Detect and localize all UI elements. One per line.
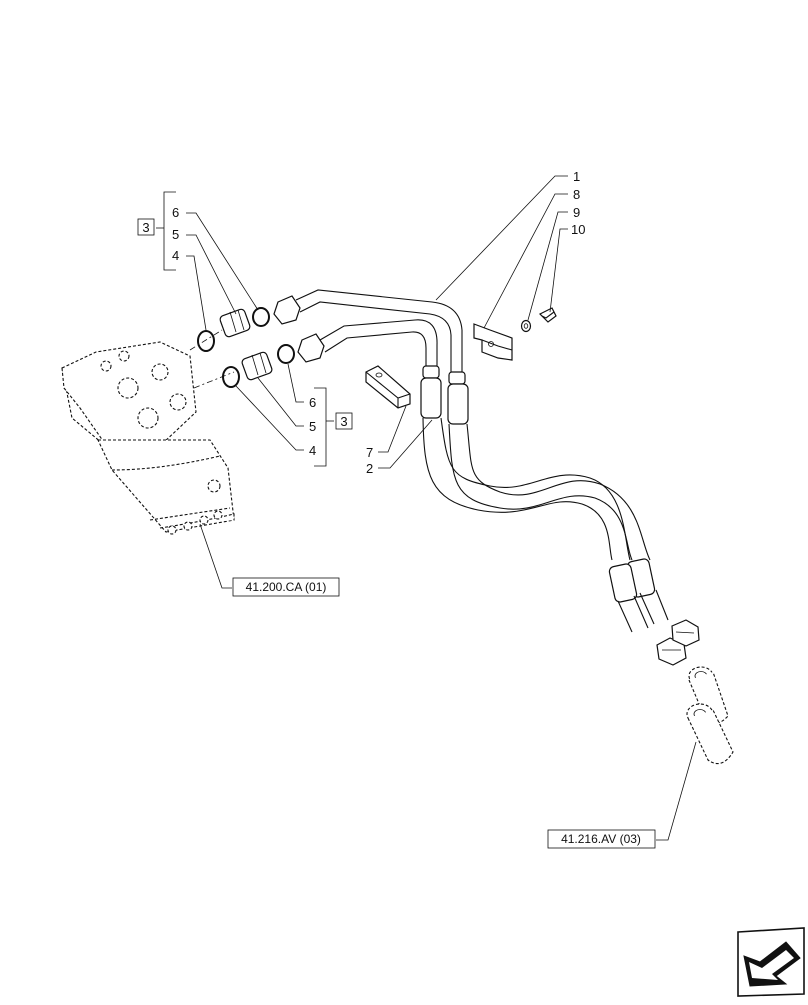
previous-page-arrow-icon[interactable] [737,927,805,997]
group-box-lower-label: 3 [340,414,347,429]
clamp-bracket [473,323,513,361]
hose-pipe-2 [319,319,631,561]
callout-7: 7 [366,445,373,460]
callout-2: 2 [366,461,373,476]
bolt [538,307,557,323]
fitting-adapter-upper [219,295,301,338]
reference-cylinder-label[interactable]: 41.216.AV (03) [561,832,641,846]
callout-4-upper: 4 [172,248,179,263]
rubber-pad [365,365,411,409]
callout-8: 8 [573,187,580,202]
steering-unit [61,341,235,535]
callout-1: 1 [573,169,580,184]
callout-4-lower: 4 [309,443,316,458]
washer [520,319,532,333]
reference-cylinder[interactable]: 41.216.AV (03) [547,829,656,849]
o-ring-4-upper [197,330,215,352]
callout-9: 9 [573,205,580,220]
callout-10: 10 [571,222,585,237]
o-ring-6-lower [277,344,295,364]
reference-steering-unit-label[interactable]: 41.200.CA (01) [246,580,327,594]
o-ring-4-lower [222,366,240,388]
o-ring-6-upper [252,307,270,327]
group-box-upper: 3 [137,218,155,236]
hose-end-fittings [608,558,700,666]
leader-lines [186,175,697,841]
bracket-group-lower [314,387,334,467]
callout-6-lower: 6 [309,395,316,410]
group-box-lower: 3 [335,412,353,430]
callout-5-lower: 5 [309,419,316,434]
group-box-upper-label: 3 [142,220,149,235]
callout-6-upper: 6 [172,205,179,220]
hose-pipe-1 [295,289,651,561]
bracket-group-upper [156,191,176,271]
reference-steering-unit[interactable]: 41.200.CA (01) [232,577,340,597]
callout-5-upper: 5 [172,227,179,242]
cylinder-ports [686,666,734,765]
fitting-adapter-lower [241,333,325,381]
